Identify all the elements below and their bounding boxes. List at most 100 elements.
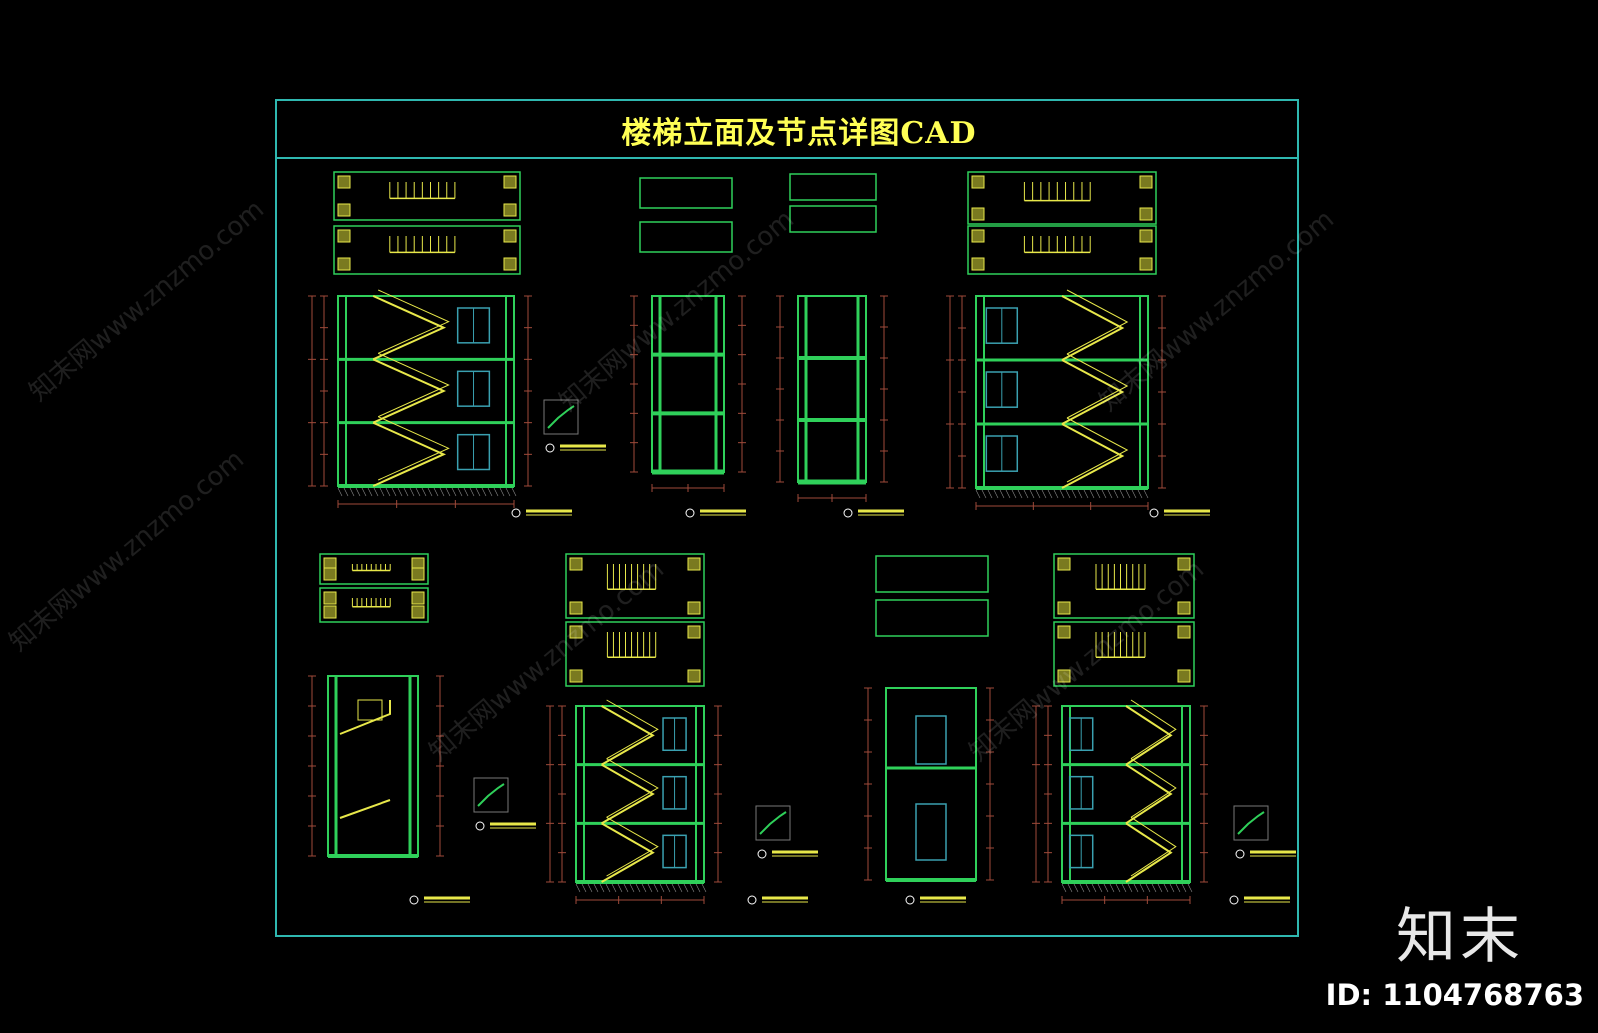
ground-hatch xyxy=(511,487,517,497)
detail-frame xyxy=(1233,805,1269,841)
plan-outline xyxy=(333,225,521,275)
ground-hatch xyxy=(575,883,581,893)
plan-outline xyxy=(639,221,733,253)
ground-hatch xyxy=(1103,883,1109,893)
handrail xyxy=(377,289,450,354)
elevation-outline xyxy=(885,687,977,881)
section-symbol xyxy=(757,849,767,859)
ground-hatch xyxy=(499,487,505,497)
column-mark xyxy=(687,601,701,615)
ground-hatch xyxy=(1157,883,1163,893)
ground-hatch xyxy=(981,489,987,499)
column-mark xyxy=(687,625,701,639)
ground-hatch xyxy=(469,487,475,497)
ground-hatch xyxy=(1169,883,1175,893)
plan-outline xyxy=(333,171,521,221)
ground-hatch xyxy=(1071,489,1077,499)
column-mark xyxy=(971,207,985,221)
plan-outline xyxy=(319,553,429,585)
section-symbol xyxy=(1229,895,1239,905)
ground-hatch xyxy=(475,487,481,497)
ground-hatch xyxy=(1035,489,1041,499)
section-symbol xyxy=(905,895,915,905)
panel-stair-elevation-1 xyxy=(308,171,606,518)
ground-hatch xyxy=(427,487,433,497)
ground-hatch xyxy=(433,487,439,497)
ground-hatch xyxy=(337,487,343,497)
ground-hatch xyxy=(451,487,457,497)
column-mark xyxy=(1139,257,1153,271)
ground-hatch xyxy=(1005,489,1011,499)
plan-outline xyxy=(967,171,1157,225)
drawing-panels xyxy=(308,171,1296,905)
column-mark xyxy=(503,257,517,271)
plan-outline xyxy=(875,555,989,593)
ground-hatch xyxy=(367,487,373,497)
column-mark xyxy=(323,567,337,581)
ground-hatch xyxy=(457,487,463,497)
column-mark xyxy=(337,257,351,271)
stair-flight xyxy=(372,421,447,487)
plan-outline xyxy=(319,587,429,623)
ground-hatch xyxy=(617,883,623,893)
ground-hatch xyxy=(581,883,587,893)
column-mark xyxy=(1057,601,1071,615)
column-mark xyxy=(1177,669,1191,683)
plan-outline xyxy=(789,205,877,233)
detail-frame xyxy=(543,399,579,435)
panel-shaft-section-2 xyxy=(776,173,904,518)
ground-hatch xyxy=(653,883,659,893)
ground-hatch xyxy=(659,883,665,893)
detail-frame xyxy=(473,777,509,813)
panel-small-section xyxy=(308,553,536,905)
ground-hatch xyxy=(493,487,499,497)
stair-flight xyxy=(601,763,655,825)
ground-hatch xyxy=(415,487,421,497)
ground-hatch xyxy=(445,487,451,497)
column-mark xyxy=(1177,601,1191,615)
ground-hatch xyxy=(1061,883,1067,893)
ground-hatch xyxy=(1067,883,1073,893)
ground-hatch xyxy=(1073,883,1079,893)
ground-hatch xyxy=(391,487,397,497)
column-mark xyxy=(323,605,337,619)
detail-frame xyxy=(755,805,791,841)
column-mark xyxy=(411,591,425,605)
ground-hatch xyxy=(1133,883,1139,893)
stair-flight xyxy=(601,705,655,766)
handrail xyxy=(377,416,450,481)
stair-flight xyxy=(372,358,447,424)
stair-flight xyxy=(1061,359,1125,425)
ground-hatch xyxy=(1053,489,1059,499)
ground-hatch xyxy=(1065,489,1071,499)
column-mark xyxy=(569,625,583,639)
section-symbol xyxy=(1235,849,1245,859)
ground-hatch xyxy=(343,487,349,497)
ground-hatch xyxy=(623,883,629,893)
section-symbol xyxy=(545,443,555,453)
column-mark xyxy=(337,175,351,189)
ground-hatch xyxy=(1163,883,1169,893)
detail-stair xyxy=(759,811,787,835)
ground-hatch xyxy=(1143,489,1149,499)
section-symbol xyxy=(685,508,695,518)
handrail xyxy=(1066,353,1129,419)
ground-hatch xyxy=(1059,489,1065,499)
ground-hatch xyxy=(1109,883,1115,893)
ground-hatch xyxy=(1121,883,1127,893)
ground-hatch xyxy=(593,883,599,893)
column-mark xyxy=(971,257,985,271)
door xyxy=(915,715,947,765)
elevation-outline xyxy=(337,295,515,487)
ground-hatch xyxy=(361,487,367,497)
detail-stair xyxy=(477,783,505,807)
column-mark xyxy=(971,175,985,189)
ground-hatch xyxy=(385,487,391,497)
column-mark xyxy=(687,557,701,571)
ground-hatch xyxy=(975,489,981,499)
handrail xyxy=(1066,289,1129,355)
ground-hatch xyxy=(421,487,427,497)
stair-flight xyxy=(601,822,655,883)
column-mark xyxy=(411,567,425,581)
ground-hatch xyxy=(1017,489,1023,499)
